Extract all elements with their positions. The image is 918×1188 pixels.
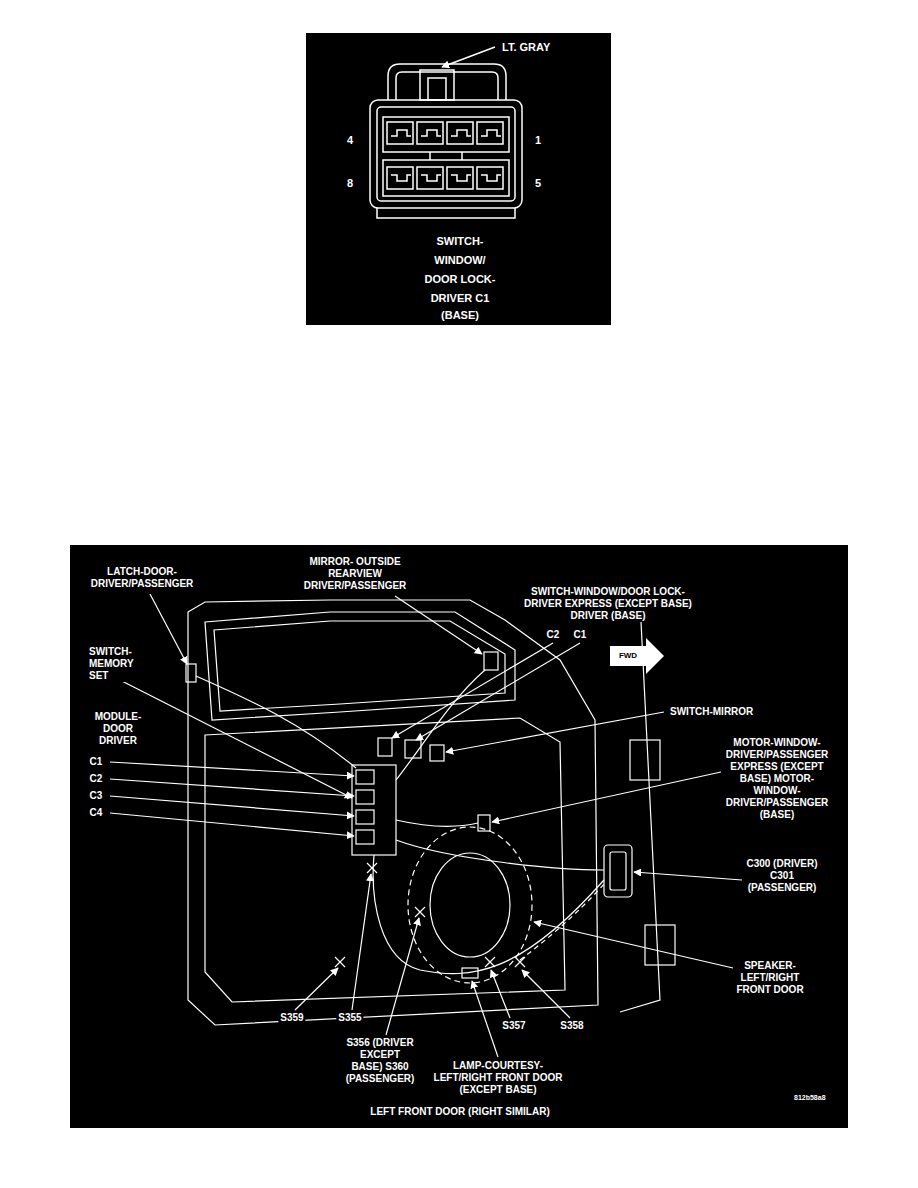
splice-id: S356 (DRIVER EXCEPT BASE) S360 (PASSENGE… bbox=[343, 1037, 417, 1085]
pin-number: 8 bbox=[345, 176, 355, 190]
splice-id: S355 bbox=[336, 1012, 363, 1024]
component-name: MOTOR-WINDOW- DRIVER/PASSENGER EXPRESS (… bbox=[721, 737, 833, 821]
direction-arrow-text: FWD bbox=[617, 651, 639, 661]
connector-id: C300 (DRIVER) C301 (PASSENGER) bbox=[744, 858, 820, 894]
trim-level: (BASE) bbox=[439, 308, 481, 322]
leader-lines bbox=[110, 594, 742, 1057]
connector-id: C3 bbox=[88, 790, 105, 802]
connector-face bbox=[370, 64, 522, 218]
figure-panel bbox=[306, 33, 611, 325]
connector-id: C4 bbox=[88, 807, 105, 819]
component-name: SWITCH- MEMORY SET bbox=[87, 646, 143, 682]
leader-line bbox=[442, 47, 495, 67]
pin-number: 5 bbox=[533, 176, 543, 190]
splice-id: S357 bbox=[500, 1020, 527, 1032]
connector-id: C1 bbox=[88, 756, 105, 768]
component-name: SWITCH-MIRROR bbox=[668, 706, 755, 718]
splice-id: S359 bbox=[278, 1012, 305, 1024]
pin-number: 4 bbox=[345, 133, 355, 147]
connector-id: C2 bbox=[545, 629, 562, 641]
figure-panel bbox=[70, 545, 848, 1128]
direction-arrow bbox=[610, 638, 664, 674]
wire-color: LT. GRAY bbox=[500, 40, 552, 54]
component-name: MODULE- DOOR DRIVER bbox=[90, 711, 146, 747]
component-name: SPEAKER- LEFT/RIGHT FRONT DOOR bbox=[733, 960, 807, 996]
component-name: LAMP-COURTESY- LEFT/RIGHT FRONT DOOR (EX… bbox=[430, 1060, 566, 1096]
component-name: MIRROR- OUTSIDE REARVIEW DRIVER/PASSENGE… bbox=[298, 556, 412, 592]
connector-name: SWITCH- WINDOW/ DOOR LOCK- DRIVER C1 bbox=[420, 232, 500, 308]
connector-id: C2 bbox=[88, 773, 105, 785]
pin-number: 1 bbox=[533, 133, 543, 147]
splice-id: S358 bbox=[558, 1020, 585, 1032]
component-name: SWITCH-WINDOW/DOOR LOCK- DRIVER EXPRESS … bbox=[516, 586, 700, 622]
figure-code: 812b58a8 bbox=[792, 1093, 828, 1102]
connector-id: C1 bbox=[572, 629, 589, 641]
figure-caption: LEFT FRONT DOOR (RIGHT SIMILAR) bbox=[368, 1106, 551, 1118]
component-name: LATCH-DOOR- DRIVER/PASSENGER bbox=[85, 566, 199, 590]
